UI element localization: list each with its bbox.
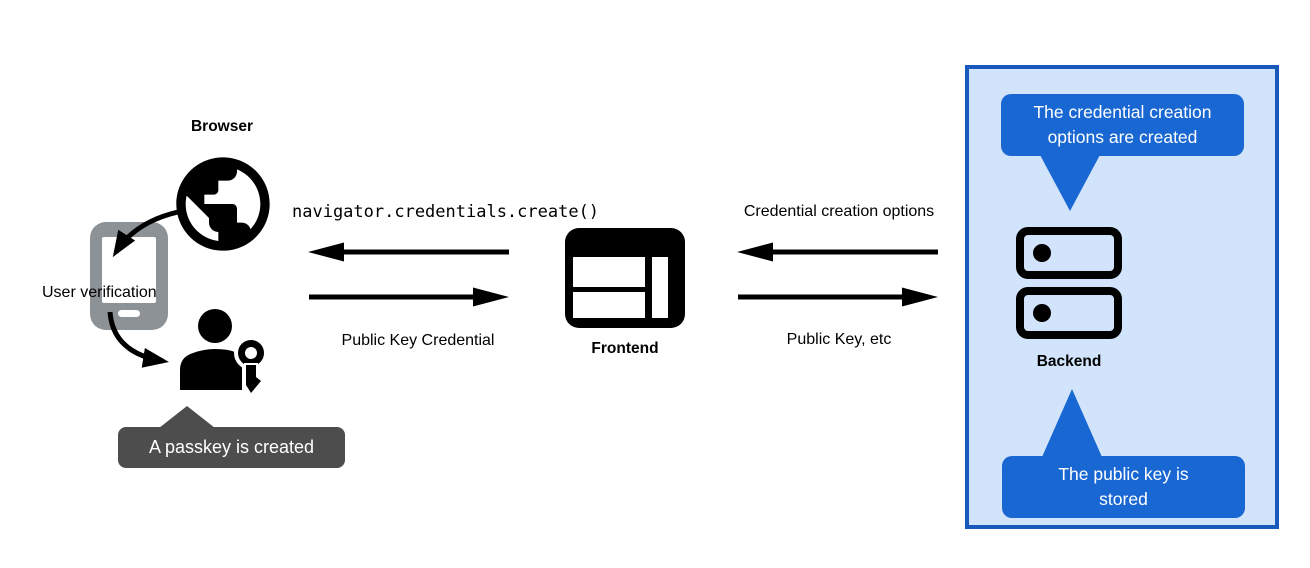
user-verification-label: User verification [42, 284, 157, 301]
tooltip-line: options are created [1047, 127, 1198, 147]
tooltip-line: The credential creation [1033, 102, 1212, 122]
backend-panel: The credential creation options are crea… [965, 65, 1279, 529]
tooltip-credential-options-created: The credential creation options are crea… [1001, 94, 1244, 156]
frontend-window-icon [565, 228, 685, 328]
frontend-label: Frontend [591, 340, 659, 357]
credential-creation-options-label: Credential creation options [743, 203, 935, 220]
arrow-frontend-to-browser [308, 242, 509, 262]
public-key-etc-label: Public Key, etc [786, 331, 892, 348]
public-key-credential-label: Public Key Credential [341, 332, 495, 349]
passkey-tooltip-pointer [159, 406, 215, 428]
arrow-browser-to-frontend [309, 287, 509, 307]
credentials-create-label: navigator.credentials.create() [292, 202, 600, 222]
browser-label: Browser [190, 118, 254, 135]
tooltip-top-pointer [1039, 153, 1101, 211]
verification-flow-arrows [107, 209, 179, 368]
tooltip-bottom-pointer [1042, 389, 1102, 457]
arrow-backend-to-frontend [737, 242, 938, 262]
tooltip-line: stored [1099, 489, 1148, 509]
globe-icon [176, 157, 270, 251]
arrow-frontend-to-backend [738, 287, 938, 307]
server-icon [1016, 227, 1122, 339]
passkey-tooltip: A passkey is created [118, 427, 345, 468]
backend-label: Backend [1036, 353, 1102, 370]
tooltip-line: The public key is [1058, 464, 1189, 484]
tooltip-public-key-stored: The public key is stored [1002, 456, 1245, 518]
person-key-icon [180, 309, 268, 396]
